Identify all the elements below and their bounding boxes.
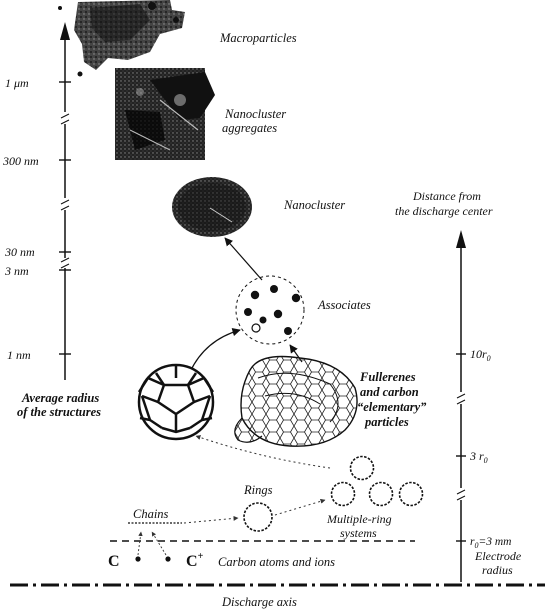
electrode-radius-line1: Electrode	[474, 549, 522, 563]
carbon-ion-dot	[165, 556, 171, 562]
carbon-atom-symbol: C	[108, 553, 120, 570]
nanocluster-label: Nanocluster	[283, 198, 345, 212]
c60-fullerene-image	[137, 363, 215, 441]
left-axis	[59, 22, 71, 380]
nanocluster-aggregates-label-line2: aggregates	[222, 121, 277, 135]
left-axis-title-line1: Average radius	[21, 391, 99, 405]
right-tick-10r0: 10r0	[470, 347, 491, 363]
multiple-ring-label-line1: Multiple-ring	[326, 512, 392, 526]
arrow-c60-to-associates	[189, 328, 241, 373]
carbon-atom-dot	[135, 556, 141, 562]
chains-label: Chains	[133, 507, 169, 521]
multiple-ring-systems-image	[330, 455, 424, 507]
left-tick-1um: 1 μm	[5, 76, 29, 90]
right-tick-r0-3mm: r0=3 mm	[470, 536, 511, 550]
left-axis-arrowhead	[60, 22, 70, 40]
arrow-ring-to-multiring	[274, 498, 326, 516]
associates-image	[235, 275, 305, 345]
left-axis-title-line2: of the structures	[17, 405, 101, 419]
nanotube-particle-image	[234, 355, 358, 447]
right-tick-3r0: 3 r0	[469, 449, 488, 465]
ring-image	[243, 502, 273, 532]
left-tick-1nm: 1 nm	[7, 348, 31, 362]
fullerenes-label-line3: “elementary”	[357, 400, 427, 414]
fullerenes-label-line2: and carbon	[360, 385, 419, 399]
macroparticles-label: Macroparticles	[219, 31, 297, 45]
left-tick-300nm: 300 nm	[2, 154, 39, 168]
associates-label: Associates	[317, 298, 371, 312]
right-axis	[456, 230, 466, 582]
electrode-radius-line2: radius	[482, 563, 513, 577]
discharge-axis-label: Discharge axis	[221, 595, 297, 609]
right-axis-title-line2: the discharge center	[395, 204, 493, 218]
macroparticles-image	[58, 0, 185, 77]
multiple-ring-label-line2: systems	[340, 526, 377, 540]
arrow-associates-to-nanocluster	[224, 237, 263, 281]
carbon-atoms-ions-label: Carbon atoms and ions	[218, 555, 335, 569]
nanocluster-image	[172, 177, 252, 237]
fullerenes-label-line4: particles	[364, 415, 409, 429]
fullerenes-label-line1: Fullerenes	[359, 370, 416, 384]
carbon-ion-symbol: C+	[186, 551, 204, 570]
arrow-chain-to-ring	[183, 515, 239, 524]
rings-label: Rings	[243, 483, 273, 497]
right-axis-title-line1: Distance from	[412, 189, 481, 203]
nanocluster-aggregates-label-line1: Nanocluster	[224, 107, 286, 121]
left-tick-3nm: 3 nm	[4, 264, 29, 278]
nanocluster-aggregates-image	[115, 68, 215, 160]
arrow-multiring-to-c60	[195, 435, 331, 469]
right-axis-arrowhead	[456, 230, 466, 248]
left-tick-30nm: 30 nm	[4, 245, 35, 259]
